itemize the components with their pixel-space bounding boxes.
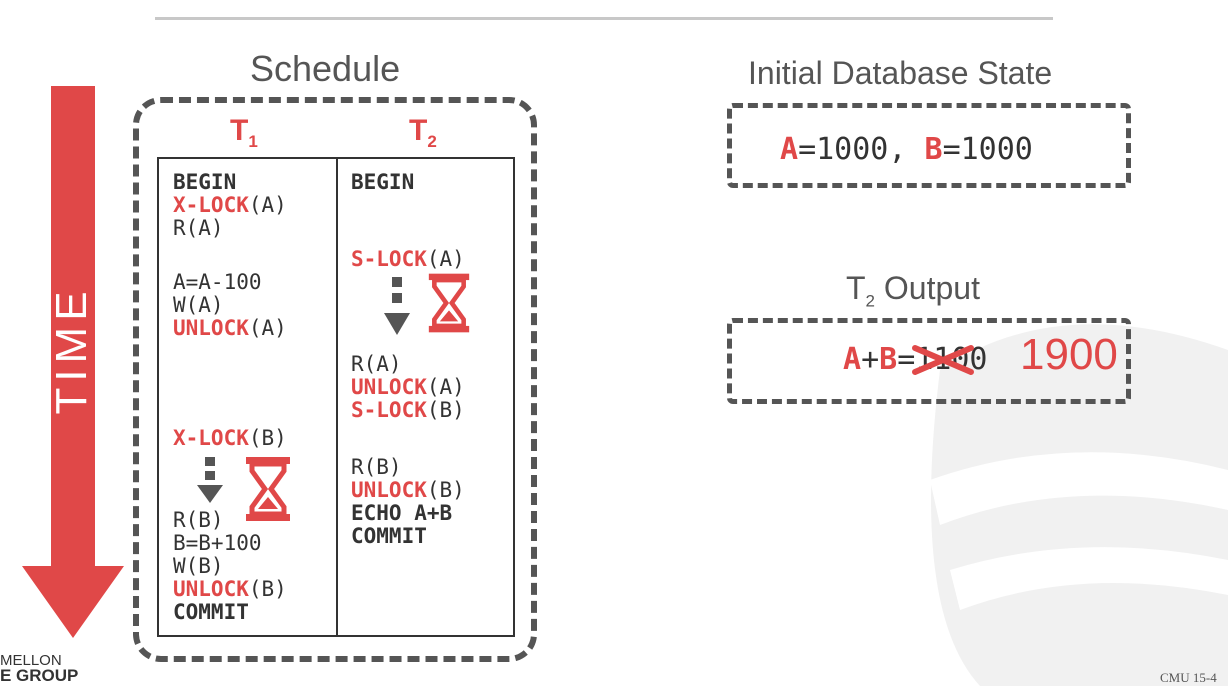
t1-xlock-a: X-LOCK(A) (173, 193, 287, 217)
t1-write-b: W(B) (173, 554, 224, 578)
old-sum: 1100 (912, 342, 988, 377)
t2-commit: COMMIT (351, 524, 427, 548)
t2-unlock-a: UNLOCK(A) (351, 375, 465, 399)
t1-xlock-b: X-LOCK(B) (173, 426, 287, 450)
t2-read-b: R(B) (351, 455, 402, 479)
t2-unlock-b: UNLOCK(B) (351, 478, 465, 502)
t2-header: T2 (409, 114, 437, 151)
hourglass-icon (246, 457, 290, 521)
t1-begin: BEGIN (173, 170, 237, 194)
initial-state-values: A=1000, B=1000 (780, 132, 1033, 167)
t1-unlock-a: UNLOCK(A) (173, 316, 287, 340)
strike-through-icon (912, 345, 975, 375)
new-sum: 1900 (1020, 330, 1118, 379)
initial-state-box (727, 103, 1131, 188)
footer-course: CMU 15-4 (1160, 670, 1217, 685)
top-rule (155, 17, 1053, 20)
footer-line-2: E GROUP (0, 666, 79, 685)
t1-write-a: W(A) (173, 293, 224, 317)
database-logo-icon (930, 324, 1228, 686)
t1-read-a: R(A) (173, 216, 224, 240)
column-divider (336, 159, 338, 635)
schedule-title: Schedule (250, 48, 401, 89)
t2-echo: ECHO A+B (351, 501, 453, 525)
footer-logo-text: MELLON E GROUP (0, 652, 79, 685)
schedule-table: BEGIN X-LOCK(A) R(A) A=A-100 W(A) UNLOCK… (157, 157, 515, 637)
t1-compute-b: B=B+100 (173, 531, 262, 555)
t1-commit: COMMIT (173, 600, 249, 624)
time-arrow-icon (22, 86, 124, 638)
t2-output-box (727, 318, 1131, 404)
t1-header: T1 (230, 114, 258, 151)
time-label: TIME (47, 285, 96, 415)
t2-slock-b: S-LOCK(B) (351, 398, 465, 422)
down-arrow-icon (384, 277, 410, 335)
initial-state-title: Initial Database State (748, 55, 1053, 91)
schedule-box (133, 97, 537, 662)
hourglass-icon (428, 273, 470, 333)
t2-read-a: R(A) (351, 352, 402, 376)
t1-read-b: R(B) (173, 508, 224, 532)
t2-output-title: T2 Output (846, 270, 980, 311)
t2-begin: BEGIN (351, 170, 415, 194)
t1-compute-a: A=A-100 (173, 270, 262, 294)
t2-slock-a: S-LOCK(A) (351, 247, 465, 271)
t1-unlock-b: UNLOCK(B) (173, 577, 287, 601)
t2-output-expression: A+B=1100 (843, 342, 988, 377)
down-arrow-icon (197, 457, 223, 503)
footer-line-1: MELLON (0, 652, 62, 669)
